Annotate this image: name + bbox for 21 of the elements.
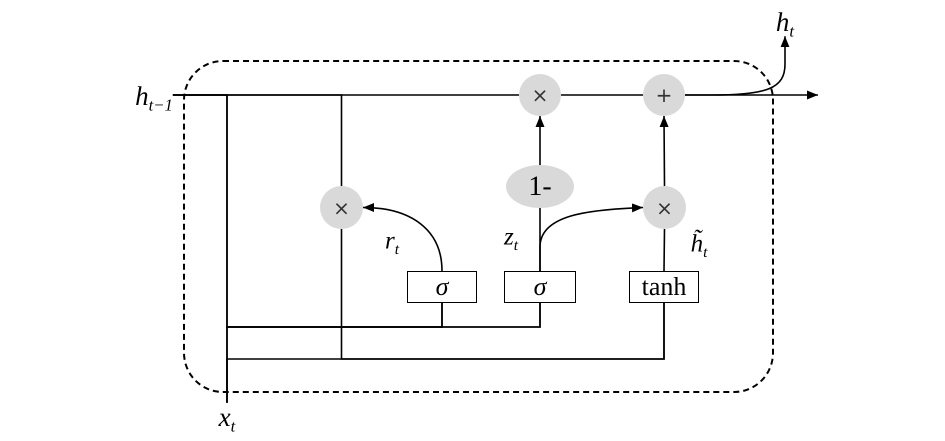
sigma-gate-box: σ [504,271,576,303]
one-minus-ellipse: 1- [506,165,574,208]
multiply-circle: × [320,186,363,229]
edge-label: h̃$_{t}$ [690,232,708,256]
input-label: x$_{t}$ [218,402,236,432]
add-circle: + [643,74,685,116]
tanh-box: tanh [629,271,699,303]
connector-line [340,229,665,360]
state-label: h$_{t−1}$ [135,82,173,110]
connector-line [663,229,666,271]
connector-line [561,94,643,96]
arrow [539,203,644,271]
arrow [660,116,669,186]
multiply-circle: × [643,186,686,229]
arrow [685,36,790,96]
output-label: h$_{t}$ [776,8,794,36]
arrow [362,203,443,272]
sigma-gate-box: σ [407,271,477,303]
arrow [536,116,544,165]
multiply-circle: × [519,74,561,116]
dashed-frame [183,60,774,393]
